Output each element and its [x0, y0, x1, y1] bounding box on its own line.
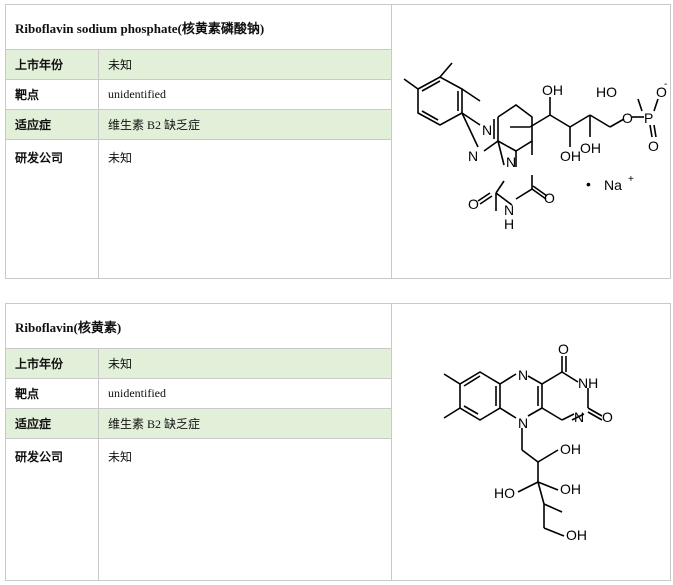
- structure-image-riboflavin-sodium-phosphate: N N N N H O O OH OH OH O P O O - HO • Na…: [392, 5, 670, 278]
- atom-n: N: [518, 415, 528, 431]
- atom-o: O: [602, 409, 613, 425]
- compound-title: Riboflavin(核黄素): [6, 304, 391, 349]
- charge-minus: -: [664, 79, 667, 90]
- info-row-developer: 研发公司 未知: [6, 439, 391, 581]
- atom-o: O: [622, 110, 633, 126]
- atom-oh: OH: [566, 527, 587, 543]
- atom-oh: OH: [560, 441, 581, 457]
- atom-n: N: [468, 148, 478, 164]
- atom-n: N: [506, 154, 516, 170]
- info-row-indication: 适应症 维生素 B2 缺乏症: [6, 110, 391, 140]
- row-value: 未知: [108, 357, 133, 371]
- atom-oh: OH: [560, 481, 581, 497]
- row-label: 上市年份: [6, 349, 99, 378]
- atom-oh: OH: [580, 140, 601, 156]
- info-row-launch-year: 上市年份 未知: [6, 50, 391, 80]
- atom-h: H: [504, 216, 514, 232]
- row-value: 维生素 B2 缺乏症: [108, 118, 201, 132]
- info-row-launch-year: 上市年份 未知: [6, 349, 391, 379]
- row-label: 靶点: [6, 379, 99, 408]
- atom-o: O: [648, 138, 659, 154]
- row-label: 适应症: [6, 409, 99, 438]
- atom-ho: HO: [596, 84, 617, 100]
- atom-n: N: [518, 367, 528, 383]
- atom-na: Na: [604, 177, 622, 193]
- atom-n: N: [574, 409, 584, 425]
- atom-o: O: [656, 84, 667, 100]
- atom-p: P: [644, 110, 653, 126]
- info-row-indication: 适应症 维生素 B2 缺乏症: [6, 409, 391, 439]
- atom-nh: NH: [578, 375, 598, 391]
- compound-info-table: Riboflavin(核黄素) 上市年份 未知 靶点 unidentified …: [6, 304, 392, 581]
- compound-card-riboflavin-sodium-phosphate: Riboflavin sodium phosphate(核黄素磷酸钠) 上市年份…: [5, 4, 671, 279]
- row-value: 维生素 B2 缺乏症: [108, 417, 201, 431]
- atom-o: O: [544, 190, 555, 206]
- atom-oh: OH: [542, 82, 563, 98]
- compound-card-riboflavin: Riboflavin(核黄素) 上市年份 未知 靶点 unidentified …: [5, 303, 671, 581]
- compound-info-table: Riboflavin sodium phosphate(核黄素磷酸钠) 上市年份…: [6, 5, 392, 279]
- info-row-target: 靶点 unidentified: [6, 379, 391, 409]
- row-label: 上市年份: [6, 50, 99, 79]
- row-value: 未知: [108, 151, 133, 165]
- atom-n: N: [504, 202, 514, 218]
- atom-n: N: [482, 122, 492, 138]
- charge-plus: +: [628, 174, 634, 185]
- structure-image-riboflavin: N N N NH O O OH HO OH OH: [392, 304, 670, 580]
- row-value: 未知: [108, 58, 133, 72]
- atom-ho: HO: [494, 485, 515, 501]
- atom-o: O: [558, 341, 569, 357]
- dot-separator: •: [586, 176, 591, 192]
- row-label: 研发公司: [6, 439, 99, 581]
- info-row-target: 靶点 unidentified: [6, 80, 391, 110]
- row-label: 靶点: [6, 80, 99, 109]
- atom-o: O: [468, 196, 479, 212]
- atom-oh: OH: [560, 148, 581, 164]
- compound-title: Riboflavin sodium phosphate(核黄素磷酸钠): [6, 5, 391, 50]
- row-value: unidentified: [108, 87, 166, 101]
- info-row-developer: 研发公司 未知: [6, 140, 391, 279]
- row-label: 适应症: [6, 110, 99, 139]
- row-value: unidentified: [108, 386, 166, 400]
- row-label: 研发公司: [6, 140, 99, 279]
- row-value: 未知: [108, 450, 133, 464]
